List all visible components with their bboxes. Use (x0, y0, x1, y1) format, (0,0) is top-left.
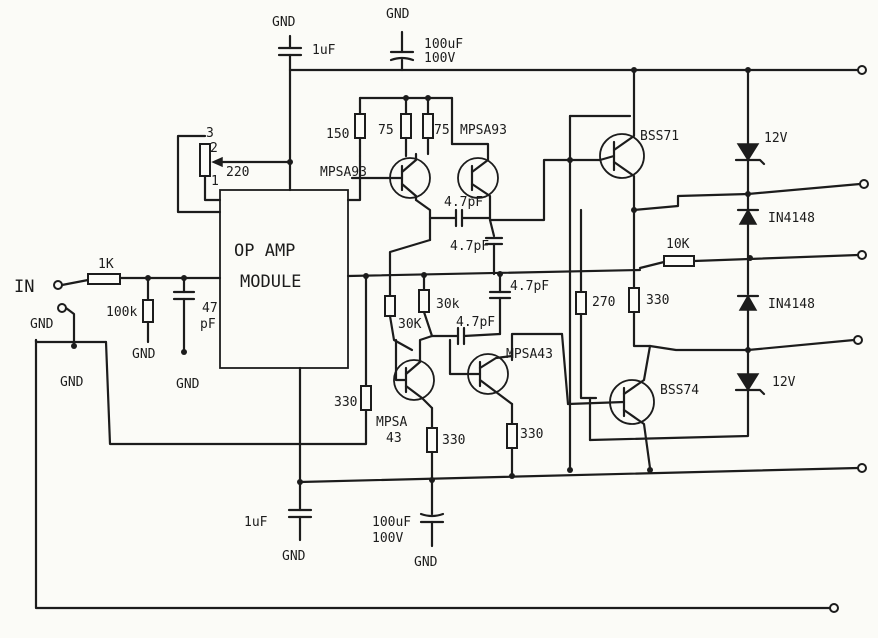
diode-a (738, 208, 758, 225)
resistor-10k (663, 255, 695, 267)
resistor-330-a-label: 330 (442, 433, 465, 448)
zener-top-label: 12V (764, 131, 788, 146)
resistor-75a (400, 113, 412, 139)
diode-b-label: IN4148 (768, 297, 815, 312)
gnd-label-top-b: GND (386, 7, 410, 22)
input-resistor (87, 273, 121, 285)
input-ground-terminal[interactable] (57, 303, 67, 313)
cap-label-top-b-1: 100uF (424, 37, 463, 52)
transistor-bss71 (599, 133, 645, 179)
transistor-mpsa43-a (393, 359, 435, 401)
resistor-330-a (426, 427, 438, 453)
resistor-100k (142, 299, 154, 323)
op-amp-label-2: MODULE (240, 272, 301, 292)
resistor-100k-label: 100k (106, 305, 137, 320)
zener-top (736, 143, 760, 162)
transistor-mpsa93-b (457, 157, 499, 199)
input-resistor-label: 1K (98, 257, 114, 272)
resistor-30k-a-label: 30k (436, 297, 460, 312)
transistor-mpsa43-a-label-2: 43 (386, 431, 402, 446)
resistor-330-feedback (360, 385, 372, 411)
resistor-30k-b-label: 30K (398, 317, 422, 332)
negative-rail-terminal[interactable] (857, 463, 867, 473)
cap-d-label: 4.7pF (456, 315, 495, 330)
gnd-label-input: GND (30, 317, 54, 332)
cap-label-bot-a: 1uF (244, 515, 268, 530)
transistor-mpsa43-b-label: MPSA43 (506, 347, 553, 362)
gnd-label-c: GND (176, 377, 200, 392)
resistor-75b-label: 75 (434, 123, 450, 138)
resistor-75a-label: 75 (378, 123, 394, 138)
gnd-label-input-2: GND (60, 375, 84, 390)
gnd-label-r: GND (132, 347, 156, 362)
gnd-label-bot-a: GND (282, 549, 306, 564)
transistor-bss71-label: BSS71 (640, 129, 679, 144)
gnd-label-top-a: GND (272, 15, 296, 30)
pot-pin-2: 2 (210, 141, 218, 156)
resistor-330-feedback-label: 330 (334, 395, 357, 410)
transistor-mpsa93-a-label: MPSA93 (320, 165, 367, 180)
cap-b-label: 4.7pF (450, 239, 489, 254)
cap-c-label: 4.7pF (510, 279, 549, 294)
transistor-mpsa43-a-label-1: MPSA (376, 415, 407, 430)
pot-pin-3: 3 (206, 126, 214, 141)
cap-a-label: 4.7pF (444, 195, 483, 210)
transistor-mpsa93-b-label: MPSA93 (460, 123, 507, 138)
transistor-bss74-label: BSS74 (660, 383, 699, 398)
resistor-30k-a (384, 295, 396, 317)
op-amp-label-1: OP AMP (234, 241, 295, 261)
cap-47-label-1: 47 (202, 301, 218, 316)
cap-label-bot-b-2: 100V (372, 531, 403, 546)
pot-pin-1: 1 (211, 174, 219, 189)
zener-bottom-label: 12V (772, 375, 796, 390)
trim-pot[interactable] (199, 143, 211, 177)
resistor-270 (575, 291, 587, 315)
diode-b (738, 294, 758, 311)
cap-label-top-a: 1uF (312, 43, 336, 58)
resistor-30k-b (418, 289, 430, 313)
resistor-330-out (628, 287, 640, 313)
zener-bottom (736, 373, 760, 392)
bias-terminal-bottom[interactable] (853, 335, 863, 345)
resistor-150-label: 150 (326, 127, 349, 142)
resistor-270-label: 270 (592, 295, 615, 310)
resistor-150 (354, 113, 366, 139)
resistor-75b (422, 113, 434, 139)
resistor-330-b (506, 423, 518, 449)
cap-47-label-2: pF (200, 317, 216, 332)
input-label: IN (14, 277, 34, 297)
output-terminal[interactable] (857, 250, 867, 260)
cap-label-bot-b-1: 100uF (372, 515, 411, 530)
bias-terminal-top[interactable] (859, 179, 869, 189)
positive-rail-terminal[interactable] (857, 65, 867, 75)
diode-a-label: IN4148 (768, 211, 815, 226)
pot-value: 220 (226, 165, 249, 180)
gnd-label-bot-b: GND (414, 555, 438, 570)
cap-label-top-b-2: 100V (424, 51, 455, 66)
resistor-330-b-label: 330 (520, 427, 543, 442)
input-terminal[interactable] (53, 280, 63, 290)
resistor-330-out-label: 330 (646, 293, 669, 308)
resistor-10k-label: 10K (666, 237, 690, 252)
ground-terminal[interactable] (829, 603, 839, 613)
